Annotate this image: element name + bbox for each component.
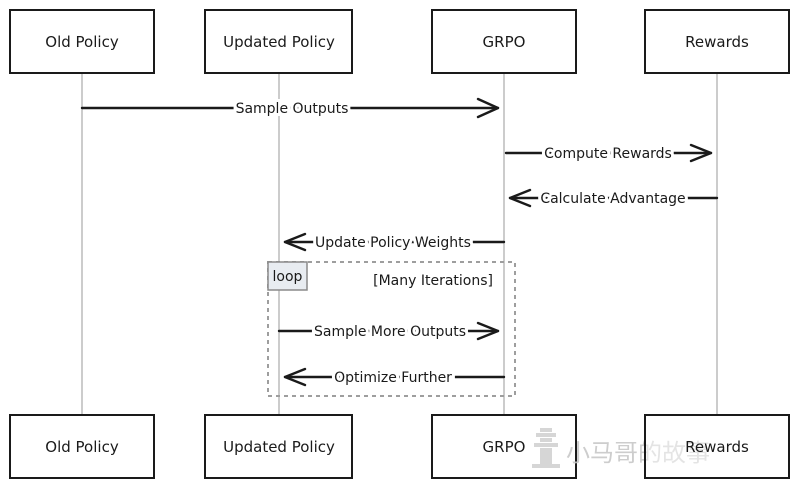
pagoda-icon (532, 428, 560, 468)
actor-top-old-policy: Old Policy (9, 9, 155, 74)
actor-label: Updated Policy (223, 438, 335, 456)
actor-top-rewards: Rewards (644, 9, 790, 74)
actor-top-grpo: GRPO (431, 9, 577, 74)
message-sample-outputs: Sample Outputs (80, 97, 500, 120)
actor-label: Old Policy (45, 438, 119, 456)
loop-tag-box (267, 261, 308, 291)
actor-label: Rewards (685, 33, 749, 51)
message-label: Calculate Advantage (540, 191, 685, 207)
message-update-policy-weights: Update Policy Weights (283, 232, 506, 254)
actor-bottom-updated-policy: Updated Policy (204, 414, 353, 479)
actor-label: Rewards (685, 438, 749, 456)
message-optimize-further: Optimize Further (283, 367, 506, 389)
actor-label: GRPO (483, 438, 526, 456)
message-label: Sample More Outputs (314, 324, 466, 340)
loop-condition: [Many Iterations] (373, 273, 493, 289)
message-label: Optimize Further (334, 370, 452, 386)
actor-top-updated-policy: Updated Policy (204, 9, 353, 74)
actor-label: Old Policy (45, 33, 119, 51)
message-sample-more-outputs: Sample More Outputs (277, 321, 500, 343)
actor-bottom-old-policy: Old Policy (9, 414, 155, 479)
loop-tag: loop (273, 269, 303, 285)
actor-bottom-rewards: Rewards (644, 414, 790, 479)
watermark: 小马哥的故事 (532, 428, 710, 468)
message-calculate-advantage: Calculate Advantage (508, 188, 719, 210)
message-label: Update Policy Weights (315, 235, 471, 251)
watermark-text: 小马哥的故事 (566, 439, 710, 467)
message-compute-rewards: Compute Rewards (504, 143, 713, 165)
actor-label: Updated Policy (223, 33, 335, 51)
message-label: Compute Rewards (544, 146, 672, 162)
actor-label: GRPO (483, 33, 526, 51)
loop-frame: loop [Many Iterations] (267, 261, 516, 397)
message-label: Sample Outputs (236, 101, 349, 117)
